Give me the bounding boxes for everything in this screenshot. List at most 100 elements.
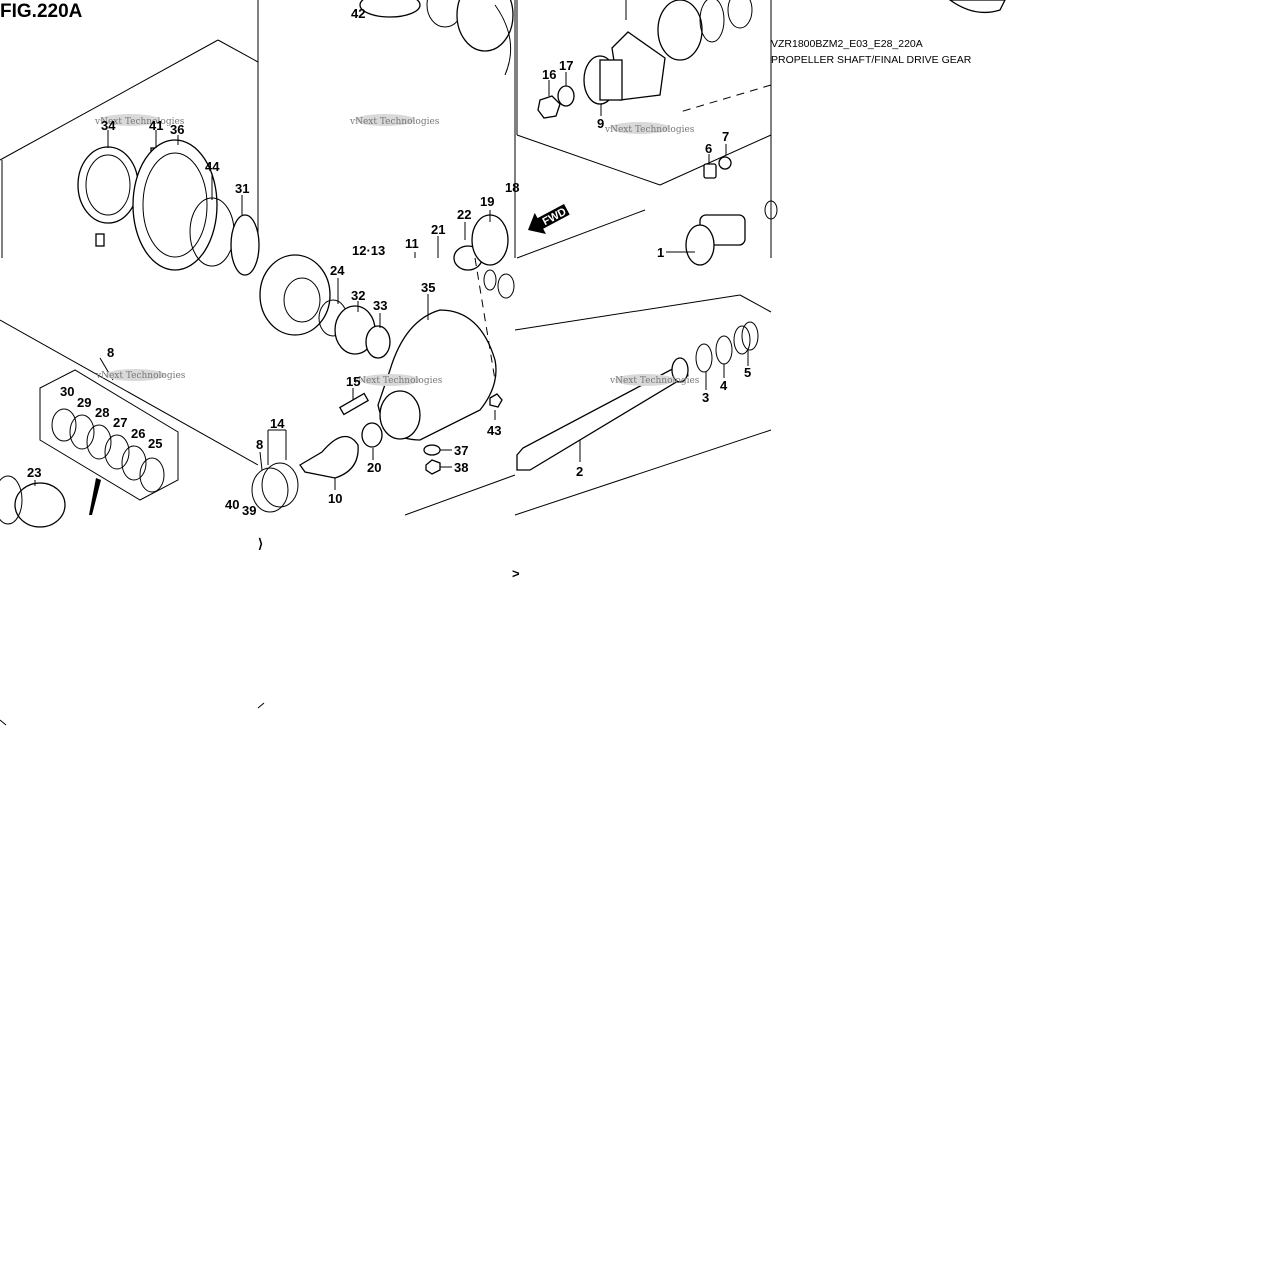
shim-icon (261, 462, 299, 508)
callout-label: 36 (170, 122, 184, 137)
svg-text:vNext Technologies: vNext Technologies (95, 371, 186, 381)
oil-seal-icon (77, 146, 139, 224)
ring-gear-icon (259, 254, 331, 336)
tile-middle-right (514, 294, 772, 516)
o-ring-icon (121, 445, 147, 481)
callout-label: 26 (131, 426, 145, 441)
oil-seal-icon (365, 325, 391, 359)
callout-labels: 42 34 41 36 44 31 12·13 11 21 22 19 18 2… (27, 6, 751, 518)
callout-label: 2 (576, 464, 583, 479)
stud-icon (338, 392, 370, 416)
bearing-cover-icon (132, 139, 218, 271)
o-ring-kit-box (39, 369, 179, 501)
figure-title: FIG.220A (0, 1, 83, 22)
spline-icon (671, 357, 689, 383)
fwd-label: FWD (541, 206, 569, 228)
svg-text:vNext Technologies: vNext Technologies (349, 117, 440, 127)
callout-label: 15 (346, 374, 360, 389)
bearing-icon (230, 214, 260, 276)
callout-label: 38 (454, 460, 468, 475)
callout-label: 42 (351, 6, 365, 21)
callout-label: 34 (101, 118, 116, 133)
tile-far-right (948, 0, 1006, 14)
callout-label: 22 (457, 207, 471, 222)
callout-label: 3 (702, 390, 709, 405)
housing-fragment-icon (948, 0, 1006, 14)
model-code: VZR1800BZM2_E03_E28_220A (771, 38, 923, 50)
gasket-washer-icon (718, 156, 732, 170)
tile-middle-center (251, 254, 516, 516)
ring-gear-icon (14, 482, 66, 528)
svg-text:vNext Technologies: vNext Technologies (609, 376, 700, 386)
callout-label: 9 (597, 116, 604, 131)
callout-label: 20 (367, 460, 381, 475)
callout-label: 14 (270, 416, 285, 431)
diagram-caption: PROPELLER SHAFT/FINAL DRIVE GEAR (771, 54, 972, 66)
stray-mark: ⟩ (258, 536, 263, 551)
fwd-arrow-icon: FWD (528, 204, 570, 235)
callout-label: 28 (95, 405, 109, 420)
svg-text:vNext Technologies: vNext Technologies (604, 125, 695, 135)
bearing-icon (471, 214, 509, 266)
callout-label: 12·13 (352, 243, 385, 258)
callout-label: 17 (559, 58, 573, 73)
callout-label: 35 (421, 280, 435, 295)
callout-label: 43 (487, 423, 501, 438)
bolt-icon (95, 233, 105, 247)
callout-label: 5 (744, 365, 751, 380)
callout-label: 19 (480, 194, 494, 209)
cover-icon (359, 0, 421, 18)
callout-label: 25 (148, 436, 162, 451)
drain-plug-icon (703, 163, 717, 179)
callout-label: 40 (225, 497, 239, 512)
circlip-icon (715, 335, 733, 365)
callout-label: 18 (505, 180, 519, 195)
plug-icon (489, 393, 503, 408)
propeller-shaft-icon (516, 364, 689, 471)
callout-label: 10 (328, 491, 342, 506)
o-ring-icon (51, 408, 77, 442)
callout-label: 11 (405, 236, 419, 251)
nut-icon (537, 95, 561, 119)
stray-mark: > (512, 566, 520, 581)
tile-top-left (0, 39, 260, 276)
watermark: vNext Technologies vNext Technologies vN… (94, 114, 700, 386)
callout-label: 33 (373, 298, 387, 313)
circlip-icon (695, 343, 713, 373)
washer-icon (557, 85, 575, 107)
callout-label: 8 (107, 345, 114, 360)
o-ring-icon (139, 457, 165, 493)
pinion-gear-icon (299, 435, 359, 479)
callout-label: 1 (657, 245, 664, 260)
washer-icon (423, 444, 441, 456)
tile-top-middle (359, 0, 514, 271)
callout-label: 41 (149, 118, 163, 133)
shim-icon (251, 467, 289, 513)
callout-label: 32 (351, 288, 365, 303)
nut-icon (425, 459, 441, 475)
callout-label: 7 (722, 129, 729, 144)
callout-label: 27 (113, 415, 127, 430)
o-ring-icon (69, 414, 95, 450)
spring-icon (733, 325, 751, 355)
callout-label: 39 (242, 503, 256, 518)
callout-label: 21 (431, 222, 445, 237)
callout-label: 31 (235, 181, 249, 196)
callout-label: 23 (27, 465, 41, 480)
needle-bearing-icon (361, 422, 383, 448)
callout-label: 16 (542, 67, 556, 82)
spring-icon (741, 321, 759, 351)
tile-middle-left (0, 319, 259, 528)
tile-top-right: FWD (516, 0, 778, 266)
callout-label: 37 (454, 443, 468, 458)
o-ring-icon (86, 424, 112, 460)
callout-label: 44 (205, 159, 220, 174)
callout-label: 29 (77, 395, 91, 410)
callout-label: 8 (256, 437, 263, 452)
callout-label: 6 (705, 141, 712, 156)
svg-text:vNext Technologies: vNext Technologies (94, 117, 185, 127)
coupling-gear-icon (657, 0, 703, 61)
callout-label: 4 (720, 378, 728, 393)
fragment-mark (0, 719, 7, 726)
